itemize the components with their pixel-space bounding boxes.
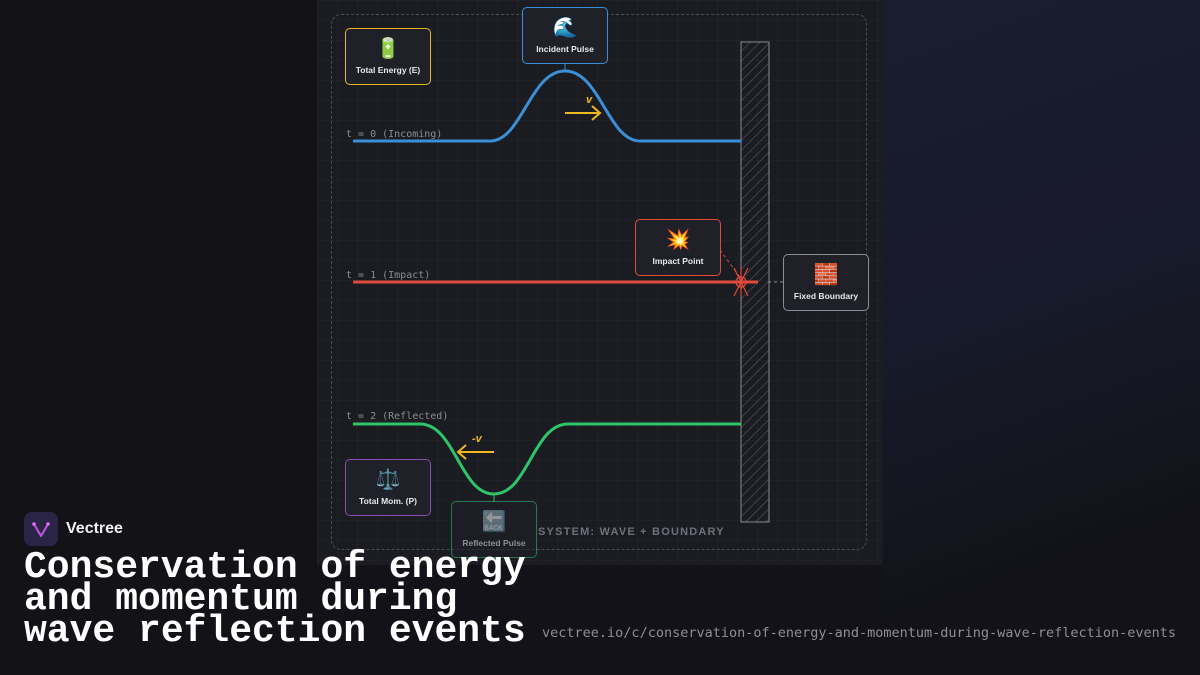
timeline-label-t1: t = 1 (Impact) <box>346 270 431 281</box>
total-momentum-card: ⚖️ Total Mom. (P) <box>345 459 431 516</box>
incident-velocity-arrow <box>565 105 602 121</box>
impact-connector <box>719 249 743 281</box>
reflected-velocity-arrow <box>456 444 494 460</box>
total-energy-label: Total Energy (E) <box>355 65 421 75</box>
impact-burst <box>726 267 756 297</box>
timeline-label-t2: t = 2 (Reflected) <box>346 411 449 422</box>
background-right <box>882 0 1200 675</box>
fixed-boundary-card: 🧱 Fixed Boundary <box>783 254 869 311</box>
impact-point-card: 💥 Impact Point <box>635 219 721 276</box>
brick-icon: 🧱 <box>813 264 839 286</box>
reflected-wave <box>353 422 741 496</box>
reflected-pulse-card: 🔙 Reflected Pulse <box>451 501 537 558</box>
incident-wave <box>353 69 741 143</box>
brand-name: Vectree <box>66 520 123 537</box>
reflected-velocity-label: -v <box>472 433 483 445</box>
timeline-label-t0: t = 0 (Incoming) <box>346 129 443 140</box>
incident-pulse-label: Incident Pulse <box>536 44 594 54</box>
fixed-boundary-label: Fixed Boundary <box>793 291 859 301</box>
title-line-2: and momentum during <box>24 578 458 621</box>
background-left <box>0 0 318 675</box>
total-energy-card: 🔋 Total Energy (E) <box>345 28 431 85</box>
vectree-logo <box>24 512 58 546</box>
title-line-3: wave reflection events <box>24 610 526 653</box>
system-label: SYSTEM: WAVE + BOUNDARY <box>538 526 725 538</box>
reflected-pulse-label: Reflected Pulse <box>462 538 526 548</box>
back-arrow-icon: 🔙 <box>481 511 507 533</box>
vectree-logo-icon <box>32 522 50 537</box>
page-title: Conservation of energy and momentum duri… <box>24 546 526 653</box>
collision-icon: 💥 <box>665 229 691 251</box>
incident-velocity-label: v <box>586 94 593 106</box>
impact-point-label: Impact Point <box>652 256 704 266</box>
scales-icon: ⚖️ <box>375 469 401 491</box>
wave-icon: 🌊 <box>552 17 578 39</box>
title-line-1: Conservation of energy <box>24 546 526 589</box>
total-momentum-label: Total Mom. (P) <box>359 496 417 506</box>
incident-pulse-card: 🌊 Incident Pulse <box>522 7 608 64</box>
source-url[interactable]: vectree.io/c/conservation-of-energy-and-… <box>542 625 1176 641</box>
battery-icon: 🔋 <box>375 38 401 60</box>
